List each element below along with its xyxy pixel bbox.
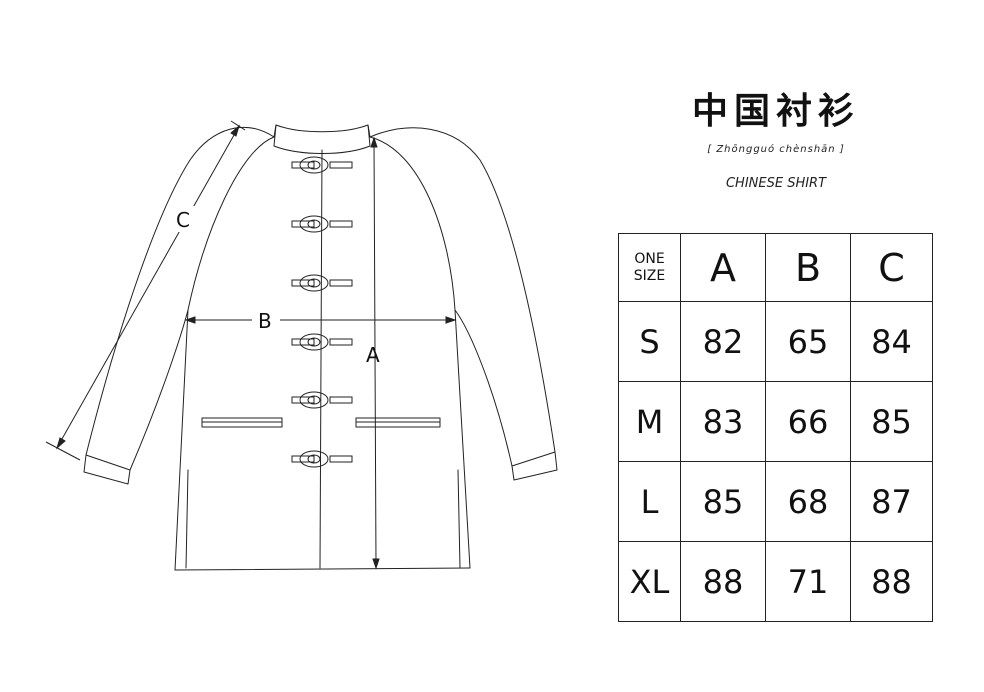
- measure-c-arrow-top: [230, 124, 240, 137]
- size-table-corner: ONE SIZE: [618, 233, 681, 302]
- measure-a-arrow-bottom: [372, 558, 380, 570]
- table-row: M 83 66 85: [618, 381, 933, 462]
- frog-button: [291, 391, 353, 409]
- table-row: XL 88 71 88: [618, 541, 933, 622]
- row-size-label: S: [618, 301, 681, 382]
- collar: [273, 124, 371, 154]
- title-chinese: 中国衬衫: [691, 91, 860, 132]
- table-row: S 82 65 84: [618, 301, 933, 382]
- row-size-label: L: [618, 461, 681, 542]
- shirt-body-left: [174, 136, 275, 571]
- table-cell: 85: [680, 461, 766, 542]
- table-cell: 88: [850, 541, 933, 622]
- side-slit-right: [457, 469, 461, 569]
- measure-a-arrow-top: [370, 136, 378, 148]
- table-cell: 68: [765, 461, 851, 542]
- size-table-header: ONE SIZE A B C: [618, 233, 933, 302]
- table-cell: 83: [680, 381, 766, 462]
- table-cell: 85: [850, 381, 933, 462]
- table-cell: 84: [850, 301, 933, 382]
- placket: [319, 149, 323, 569]
- frog-button: [291, 274, 353, 292]
- frog-button: [291, 215, 353, 233]
- table-row: L 85 68 87: [618, 461, 933, 542]
- collar-neck: [273, 124, 371, 138]
- corner-line-size: SIZE: [633, 267, 666, 284]
- size-chart-table: ONE SIZE A B C S 82 65 84 M 83 66 85 L 8…: [618, 233, 933, 622]
- measure-b-arrow-left: [184, 316, 196, 324]
- frog-button: [291, 333, 353, 351]
- column-header-b: B: [765, 233, 851, 302]
- column-header-a: A: [680, 233, 766, 302]
- frog-buttons: [291, 156, 353, 468]
- table-cell: 82: [680, 301, 766, 382]
- frog-button: [291, 450, 353, 468]
- right-sleeve: [369, 127, 556, 467]
- row-size-label: M: [618, 381, 681, 462]
- row-size-label: XL: [618, 541, 681, 622]
- table-cell: 87: [850, 461, 933, 542]
- measure-a-label: A: [366, 343, 380, 367]
- table-cell: 65: [765, 301, 851, 382]
- measure-c-arrow-bottom: [56, 437, 66, 450]
- title-english: CHINESE SHIRT: [725, 176, 827, 191]
- measure-c-label: C: [176, 208, 190, 232]
- table-cell: 88: [680, 541, 766, 622]
- measure-b-label: B: [258, 309, 272, 333]
- column-header-c: C: [850, 233, 933, 302]
- measure-c-line: [57, 127, 239, 447]
- left-cuff: [83, 454, 131, 485]
- left-sleeve: [85, 126, 275, 471]
- corner-line-one: ONE: [634, 250, 665, 267]
- table-cell: 66: [765, 381, 851, 462]
- frog-button: [291, 156, 353, 174]
- right-cuff: [511, 451, 558, 481]
- measure-a-line: [373, 139, 377, 567]
- shirt-hem: [174, 567, 471, 571]
- title-pinyin: [ Zhōngguó chènshān ]: [707, 144, 845, 155]
- shirt-body-right: [369, 136, 471, 569]
- side-slit-left: [185, 469, 189, 569]
- measure-b-arrow-right: [445, 316, 457, 324]
- shirt-diagram: A B C: [45, 120, 558, 571]
- table-cell: 71: [765, 541, 851, 622]
